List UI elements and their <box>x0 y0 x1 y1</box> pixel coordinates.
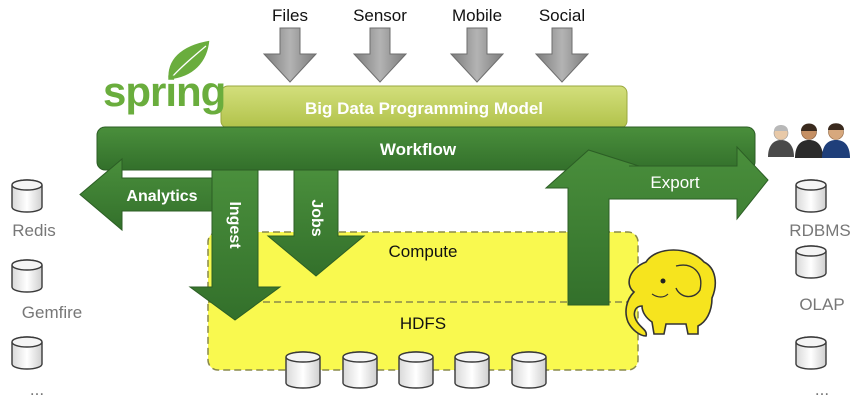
left-store-label-more: ... <box>30 380 44 399</box>
right-store-icons <box>795 179 827 370</box>
source-social: Social <box>534 6 590 83</box>
source-social-label: Social <box>539 6 585 25</box>
database-icon <box>398 351 434 389</box>
source-mobile-arrow <box>449 27 505 83</box>
data-sources: Files Sensor Mobile Social <box>262 6 590 83</box>
workflow-label: Workflow <box>380 140 457 159</box>
export-label: Export <box>650 173 699 192</box>
workflow-bar: Workflow <box>96 126 756 171</box>
left-store-label-gemfire: Gemfire <box>22 303 82 322</box>
database-icon <box>454 351 490 389</box>
database-icon <box>511 351 547 389</box>
spring-leaf-icon <box>167 39 211 81</box>
database-icon <box>11 259 43 293</box>
export-arrow <box>544 145 769 306</box>
analytics-label: Analytics <box>126 188 197 205</box>
jobs-label: Jobs <box>308 199 325 236</box>
elephant-icon <box>625 249 717 337</box>
source-files-arrow <box>262 27 318 83</box>
left-store-icons <box>11 179 43 370</box>
source-files-label: Files <box>272 6 308 25</box>
right-store-label-rdbms: RDBMS <box>789 221 850 240</box>
database-icon <box>11 179 43 213</box>
spring-logo-text: spring <box>103 68 225 115</box>
database-icon <box>11 336 43 370</box>
database-icon <box>795 179 827 213</box>
database-icon <box>342 351 378 389</box>
spring-logo: spring <box>103 39 226 115</box>
source-sensor-label: Sensor <box>353 6 407 25</box>
database-icon <box>795 245 827 279</box>
analytics-arrow <box>79 157 213 232</box>
database-icon <box>285 351 321 389</box>
ingest-label: Ingest <box>226 201 243 249</box>
right-store-label-more: ... <box>815 380 829 399</box>
source-sensor: Sensor <box>352 6 408 83</box>
right-data-stores: RDBMS OLAP ... <box>789 179 851 399</box>
source-sensor-arrow <box>352 27 408 83</box>
programming-model-label: Big Data Programming Model <box>305 99 543 118</box>
right-store-label-olap: OLAP <box>799 295 844 314</box>
source-social-arrow <box>534 27 590 83</box>
left-data-stores: Redis Gemfire ... <box>11 179 82 399</box>
users-icon <box>768 123 850 158</box>
hdfs-label: HDFS <box>400 314 446 333</box>
source-mobile: Mobile <box>449 6 505 83</box>
source-mobile-label: Mobile <box>452 6 502 25</box>
compute-label: Compute <box>389 242 458 261</box>
hdfs-storage-nodes <box>285 351 547 389</box>
left-store-label-redis: Redis <box>12 221 55 240</box>
source-files: Files <box>262 6 318 83</box>
database-icon <box>795 336 827 370</box>
programming-model-bar: Big Data Programming Model <box>220 85 628 129</box>
jobs-arrow <box>266 169 366 277</box>
